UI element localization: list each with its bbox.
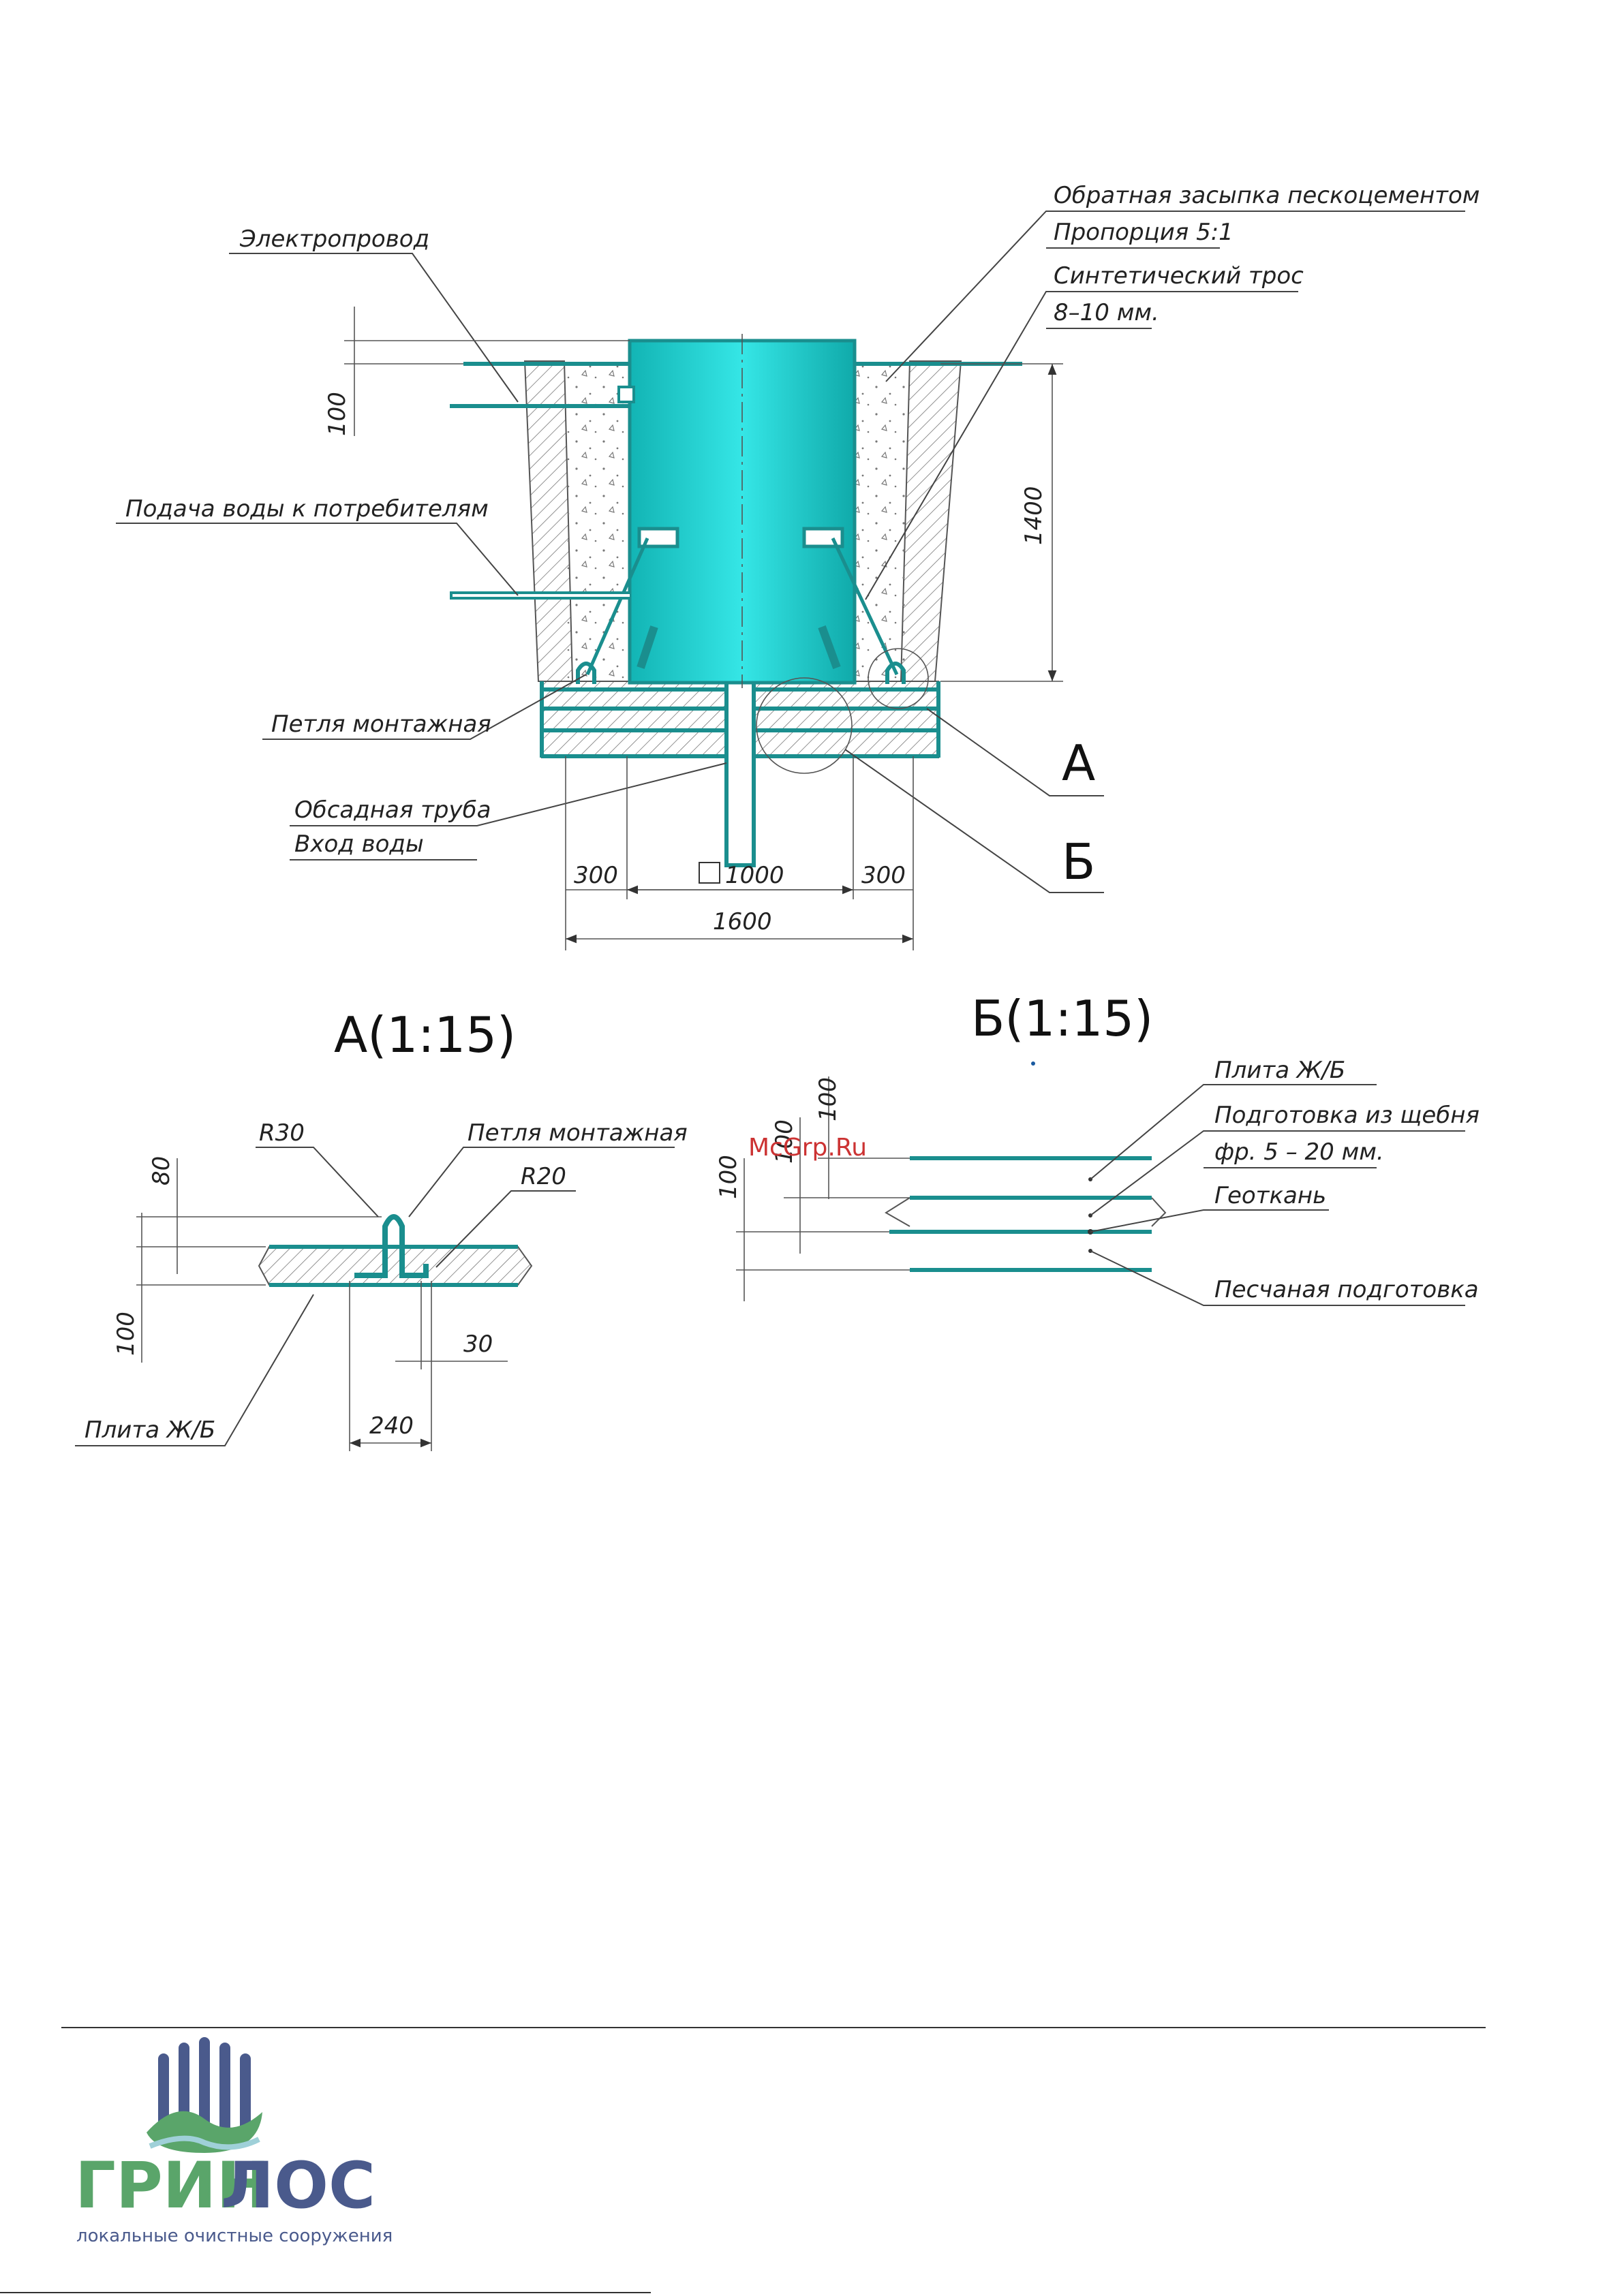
detail-b-title: Б(1:15) (971, 990, 1153, 1047)
callout-a: А (1062, 734, 1095, 792)
label-b-fraction: фр. 5 – 20 мм. (1214, 1138, 1384, 1166)
dim-a-30: 30 (463, 1331, 493, 1358)
dim-a-80: 80 (148, 1156, 175, 1185)
label-casing-pipe: Обсадная труба (294, 796, 491, 824)
dim-height: 1400 (1020, 486, 1047, 545)
dim-side-right: 300 (861, 862, 906, 889)
dim-top-offset: 100 (324, 392, 351, 436)
dim-b-100-low: 100 (715, 1155, 742, 1199)
callout-b: Б (1062, 833, 1095, 890)
label-water-inlet: Вход воды (294, 831, 424, 858)
label-proportion: Пропорция 5:1 (1054, 219, 1234, 246)
detail-b: Б(1:15) 100 100 100 Плита Ж/Б Подготовка… (715, 990, 1480, 1306)
logo-icon (147, 2037, 262, 2153)
dim-center: 1000 (725, 862, 784, 889)
brand-logo: ГРИН ЛОС локальные очистные сооружения (75, 2037, 393, 2246)
detail-a: А(1:15) 80 100 240 30 R30 Петля монтажна… (75, 1006, 688, 1451)
label-b-slab: Плита Ж/Б (1214, 1057, 1345, 1084)
brand-name-part1: ГРИН (75, 2149, 270, 2223)
dim-a-240: 240 (369, 1412, 414, 1440)
watermark: McGrp.Ru (748, 1134, 867, 1162)
label-b-sand: Песчаная подготовка (1214, 1276, 1479, 1303)
brand-name-part2: ЛОС (221, 2149, 376, 2223)
label-cable-size: 8–10 мм. (1054, 299, 1159, 326)
label-water-supply: Подача воды к потребителям (125, 495, 489, 523)
brand-tagline: локальные очистные сооружения (76, 2226, 393, 2246)
dim-b-100-top: 100 (814, 1077, 842, 1121)
label-a-mounting-loop: Петля монтажная (468, 1119, 688, 1147)
label-b-geotextile: Геоткань (1214, 1182, 1326, 1209)
backfill-right (855, 361, 908, 681)
casing-pipe (724, 679, 756, 867)
label-backfill: Обратная засыпка пескоцементом (1054, 182, 1480, 209)
label-a-r20: R20 (521, 1163, 566, 1190)
backfill-left (567, 361, 630, 681)
label-b-gravel: Подготовка из щебня (1214, 1102, 1480, 1129)
dim-side-left: 300 (574, 862, 618, 889)
label-electric-wire: Электропровод (239, 226, 429, 253)
dim-total: 1600 (713, 908, 772, 935)
left-wall (523, 360, 574, 682)
label-a-slab: Плита Ж/Б (85, 1416, 215, 1444)
label-mounting-loop: Петля монтажная (271, 711, 491, 738)
detail-a-title: А(1:15) (334, 1006, 516, 1064)
dim-a-100: 100 (112, 1312, 140, 1356)
label-synthetic-cable: Синтетический трос (1054, 262, 1304, 290)
label-a-r30: R30 (259, 1119, 305, 1147)
dim-b-100-mid: 100 (771, 1119, 798, 1164)
right-wall (900, 360, 962, 682)
main-view: Электропровод Подача воды к потребителям… (116, 182, 1480, 950)
